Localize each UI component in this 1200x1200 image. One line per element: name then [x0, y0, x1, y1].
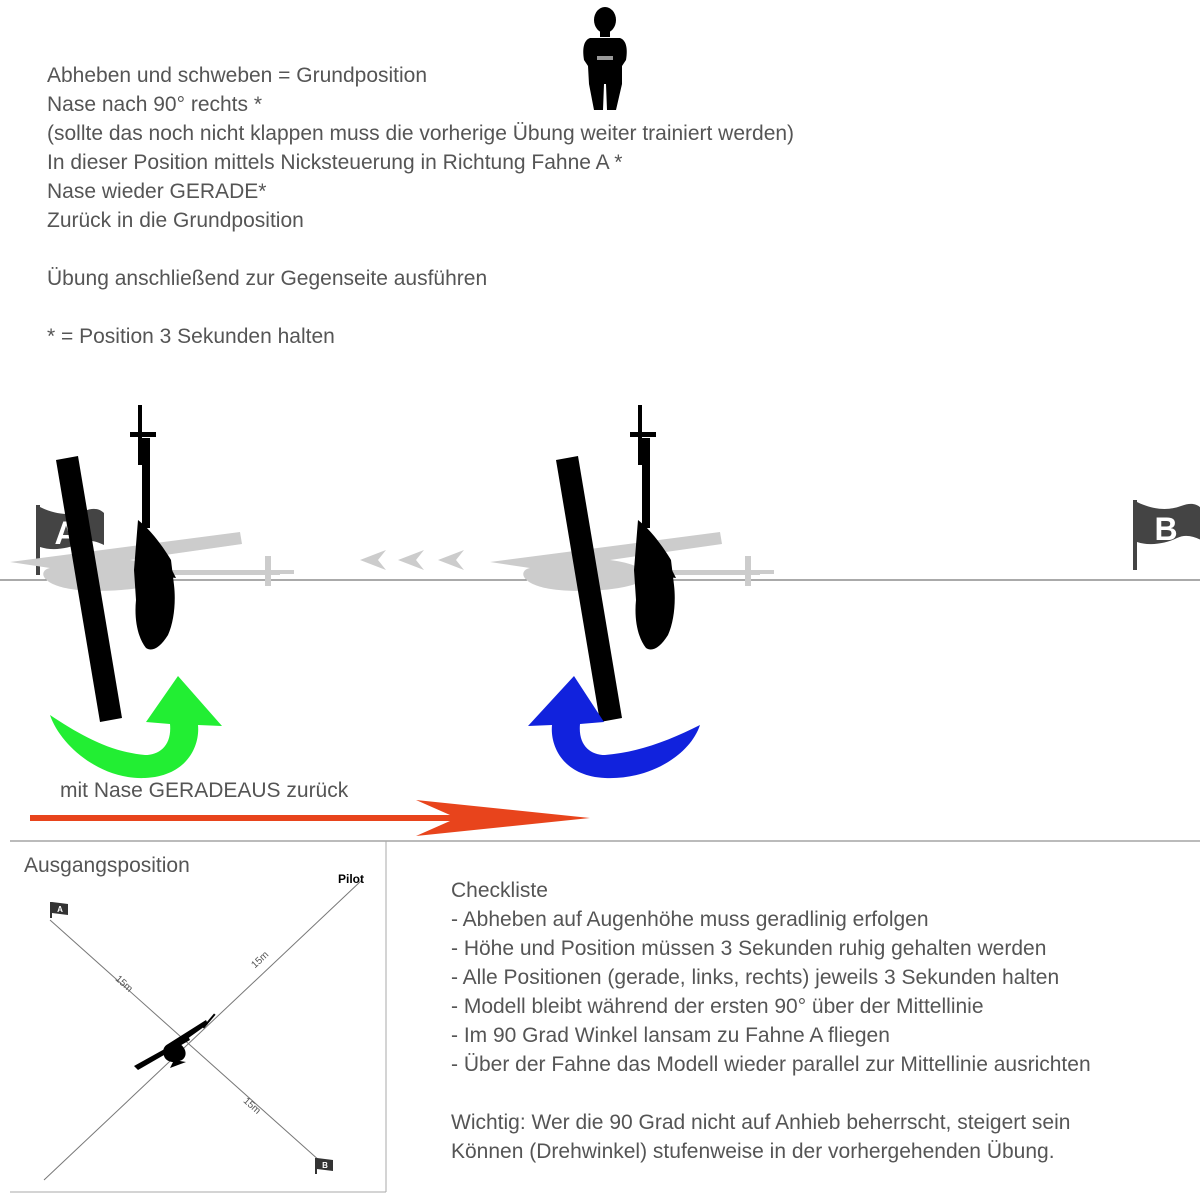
inset-distance-pilot: 15m [249, 950, 271, 971]
inset-flag-a: A [50, 902, 68, 918]
checklist-item: - Modell bleibt während der ersten 90° ü… [451, 995, 984, 1018]
instruction-line: In dieser Position mittels Nicksteuerung… [47, 151, 623, 174]
inset-flag-b-label: B [322, 1161, 328, 1170]
inset-flag-b: B [315, 1158, 333, 1174]
instruction-line: Nase wieder GERADE* [47, 180, 267, 203]
checklist-note-line: Können (Drehwinkel) stufenweise in der v… [451, 1140, 1055, 1163]
checklist-item: - Alle Positionen (gerade, links, rechts… [451, 966, 1060, 989]
flag-b-label: B [1154, 511, 1177, 547]
inset-distance-a: 15m [113, 974, 135, 995]
return-label: mit Nase GERADEAUS zurück [60, 779, 349, 802]
instruction-line: Übung anschließend zur Gegenseite ausfüh… [47, 267, 488, 290]
flag-b: B [1133, 500, 1200, 570]
checklist-item: - Über der Fahne das Modell wieder paral… [451, 1053, 1091, 1076]
checklist: Checkliste - Abheben auf Augenhöhe muss … [451, 876, 1091, 1166]
inset-flag-a-label: A [57, 905, 63, 914]
inset-helicopter [134, 1013, 216, 1070]
line-pilot [43, 879, 363, 1181]
inset-diagram: A B Pilot 15m 15m 15m [43, 872, 364, 1181]
pilot-figure [583, 7, 627, 110]
inset-pilot-label: Pilot [338, 872, 364, 886]
direction-chevrons [360, 550, 464, 570]
inset-distance-b: 15m [241, 1096, 263, 1117]
green-rotation-arrow [50, 676, 222, 779]
instruction-line: (sollte das noch nicht klappen muss die … [47, 122, 795, 145]
checklist-item: - Im 90 Grad Winkel lansam zu Fahne A fl… [451, 1024, 890, 1047]
checklist-item: - Höhe und Position müssen 3 Sekunden ru… [451, 937, 1047, 960]
inset-title: Ausgangsposition [24, 854, 190, 877]
heli-shadow-right [490, 532, 774, 591]
checklist-spacer [451, 1079, 1091, 1108]
checklist-note-line: Wichtig: Wer die 90 Grad nicht auf Anhie… [451, 1111, 1071, 1134]
instruction-line: Abheben und schweben = Grundposition [47, 64, 428, 87]
instruction-line: Zurück in die Grundposition [47, 209, 304, 232]
checklist-item: - Abheben auf Augenhöhe muss geradlinig … [451, 908, 929, 931]
checklist-title: Checkliste [451, 879, 548, 902]
instructions: Abheben und schweben = Grundposition Nas… [47, 61, 794, 351]
blue-rotation-arrow [528, 676, 700, 779]
line-a-to-b [49, 919, 331, 1171]
instruction-line: * = Position 3 Sekunden halten [47, 325, 335, 348]
instruction-line: Nase nach 90° rechts * [47, 93, 263, 116]
return-arrow [30, 800, 590, 836]
